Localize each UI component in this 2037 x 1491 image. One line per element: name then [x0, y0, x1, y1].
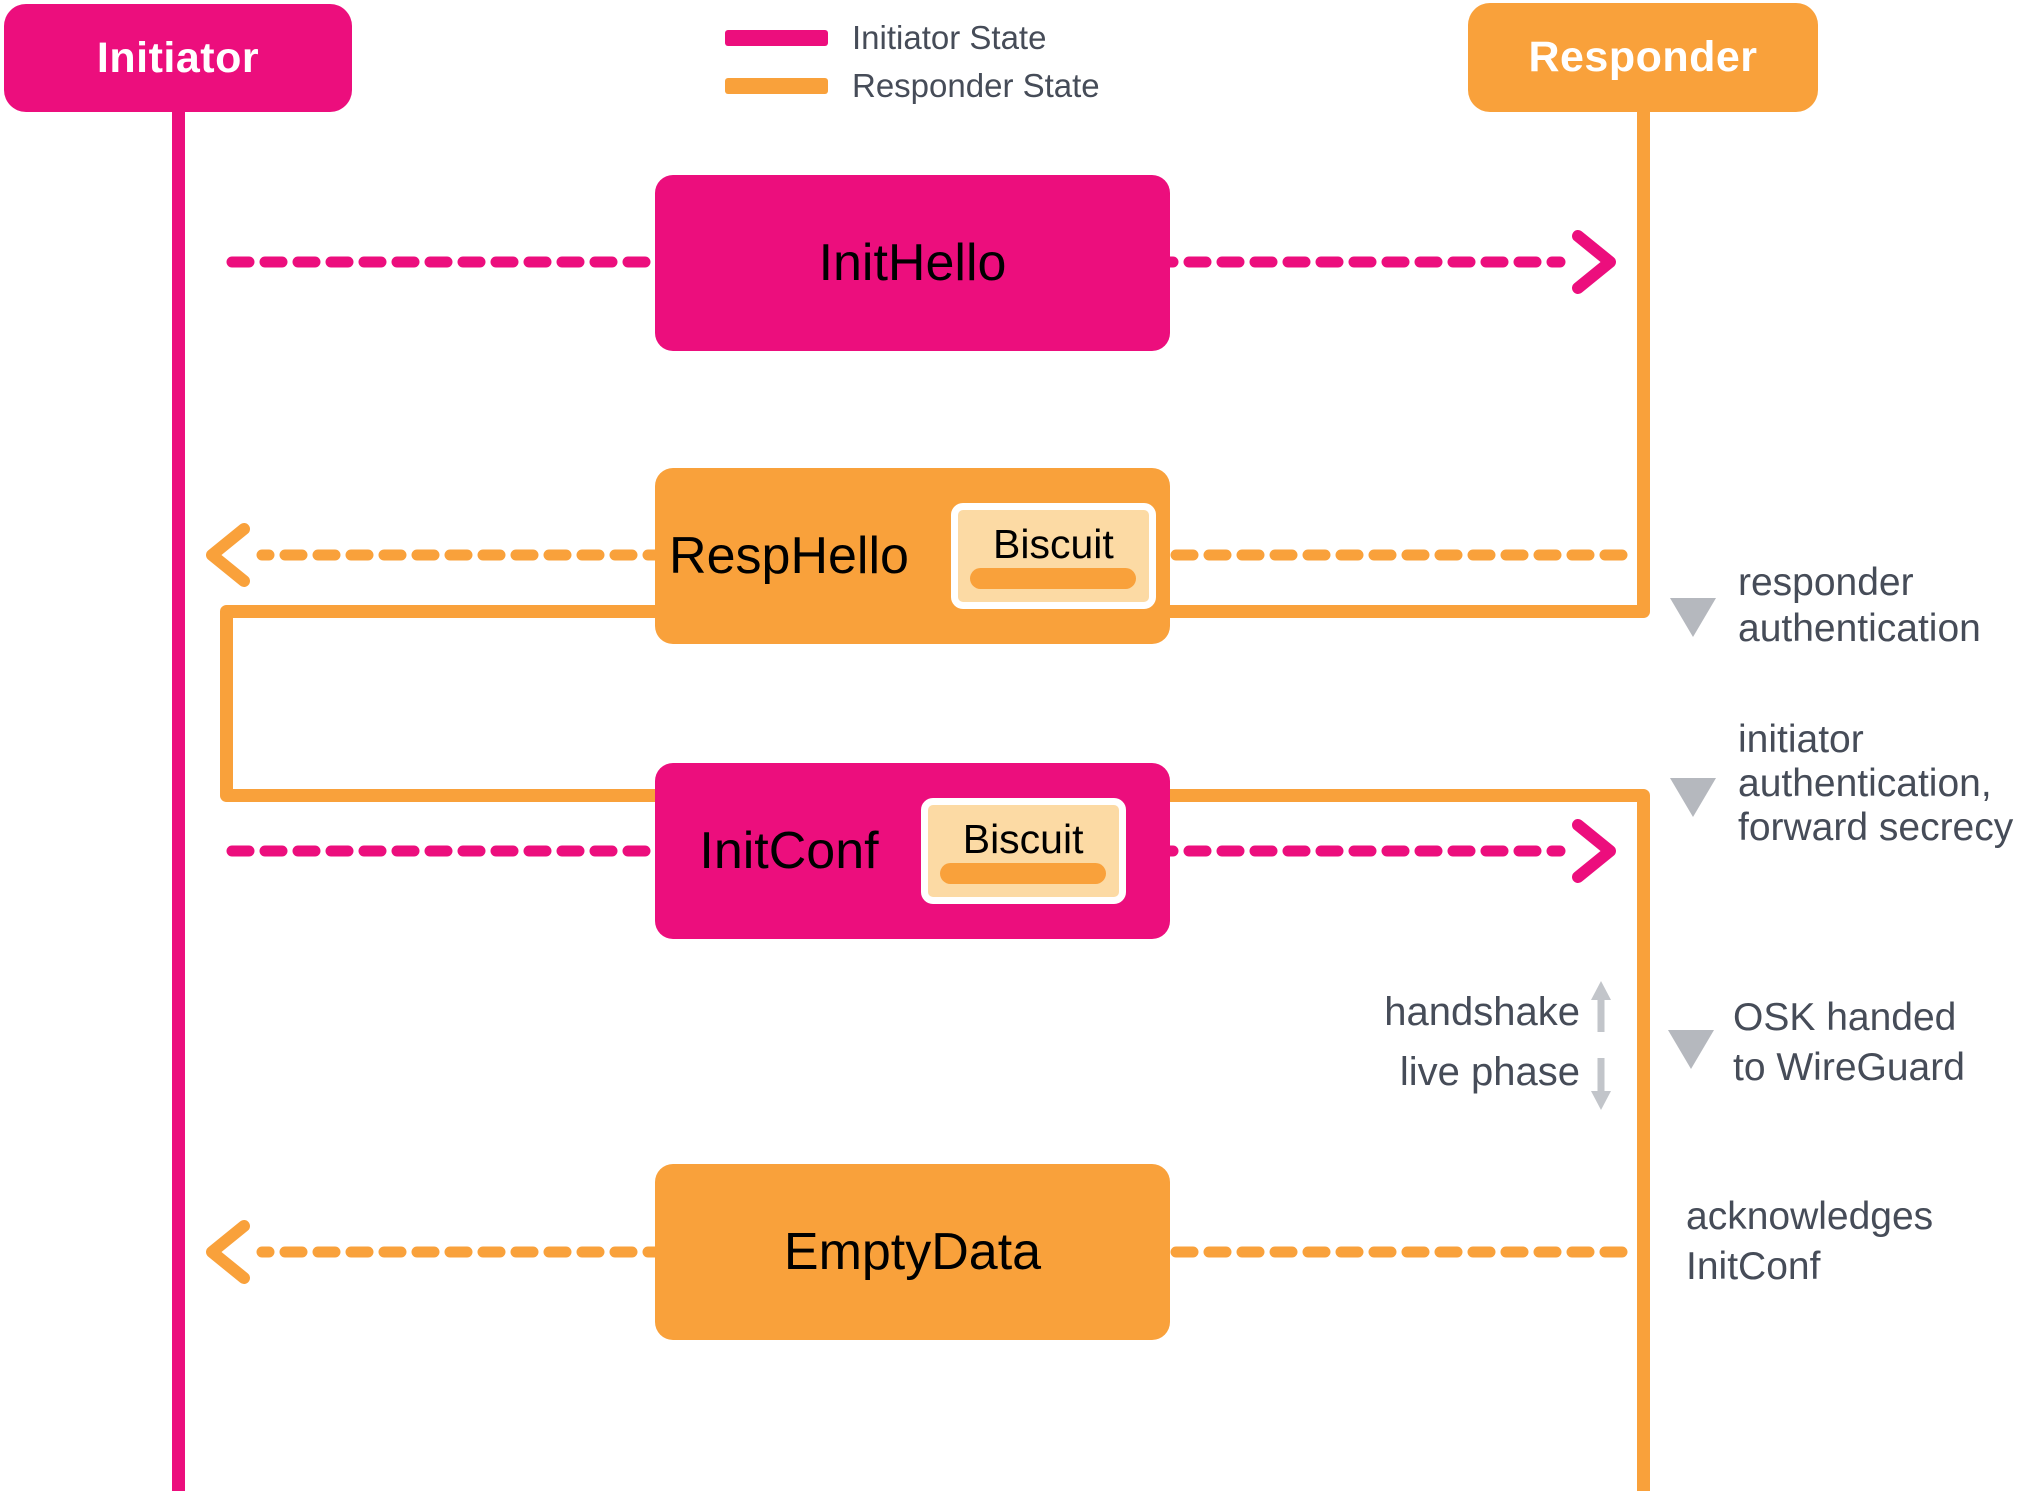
annotation-line: OSK handed	[1733, 996, 1957, 1039]
annotation-initiator-authentication: initiator authentication, forward secrec…	[1738, 718, 2013, 850]
biscuit-underline-bar	[970, 567, 1137, 589]
message-box-init-conf: InitConf Biscuit	[655, 763, 1170, 939]
annotation-line: initiator	[1738, 718, 1864, 761]
message-box-init-hello: InitHello	[655, 175, 1170, 351]
annotation-line: to WireGuard	[1733, 1046, 1965, 1089]
responder-state-path	[220, 106, 1650, 1491]
annotation-responder-authentication: responder authentication	[1738, 560, 1981, 652]
message-box-empty-data: EmptyData	[655, 1164, 1170, 1340]
message-label-resp-hello: RespHello	[669, 527, 909, 585]
legend-swatch-responder	[725, 77, 828, 94]
biscuit-label: Biscuit	[993, 520, 1114, 567]
resp-hello-arrowhead	[206, 523, 250, 587]
message-label-init-hello: InitHello	[818, 234, 1007, 292]
empty-data-arrowhead	[206, 1220, 250, 1284]
legend-swatch-initiator	[725, 29, 828, 46]
responder-entity-label: Responder	[1528, 33, 1758, 81]
annotation-line: authentication	[1738, 607, 1981, 650]
message-label-empty-data: EmptyData	[783, 1223, 1042, 1281]
legend-item-initiator-state: Initiator State	[725, 18, 1047, 56]
handshake-up-arrow-head	[1591, 981, 1611, 1000]
annotation-line: authentication,	[1738, 762, 1992, 805]
legend-item-responder-state: Responder State	[725, 66, 1100, 104]
live-phase-down-arrow-head	[1591, 1091, 1611, 1110]
triangle-marker-initiator-auth	[1670, 778, 1716, 817]
init-hello-arrowhead	[1572, 230, 1616, 294]
responder-entity-box: Responder	[1468, 3, 1818, 112]
message-box-resp-hello: RespHello Biscuit	[655, 468, 1170, 644]
biscuit-chip-init-conf: Biscuit	[920, 798, 1126, 904]
annotation-line: InitConf	[1686, 1245, 1821, 1288]
phase-label-handshake: handshake	[1384, 990, 1580, 1034]
message-label-init-conf: InitConf	[699, 822, 879, 880]
annotation-line: forward secrecy	[1738, 806, 2014, 849]
legend-label-responder-state: Responder State	[852, 66, 1100, 104]
legend-label-initiator-state: Initiator State	[852, 18, 1047, 56]
initiator-entity-box: Initiator	[4, 4, 352, 112]
triangle-marker-responder-auth	[1670, 598, 1716, 637]
triangle-marker-osk	[1668, 1030, 1714, 1069]
biscuit-label: Biscuit	[962, 815, 1084, 862]
annotation-osk-handed-to-wireguard: OSK handed to WireGuard	[1733, 993, 1965, 1093]
init-conf-arrowhead	[1572, 819, 1616, 883]
biscuit-chip-resp-hello: Biscuit	[950, 503, 1156, 609]
annotation-line: acknowledges	[1686, 1195, 1934, 1238]
phase-label-live-phase: live phase	[1399, 1050, 1580, 1094]
biscuit-underline-bar	[940, 862, 1107, 884]
initiator-entity-label: Initiator	[96, 33, 260, 82]
annotation-acknowledges-initconf: acknowledges InitConf	[1686, 1192, 1933, 1292]
annotation-line: responder	[1738, 561, 1914, 604]
